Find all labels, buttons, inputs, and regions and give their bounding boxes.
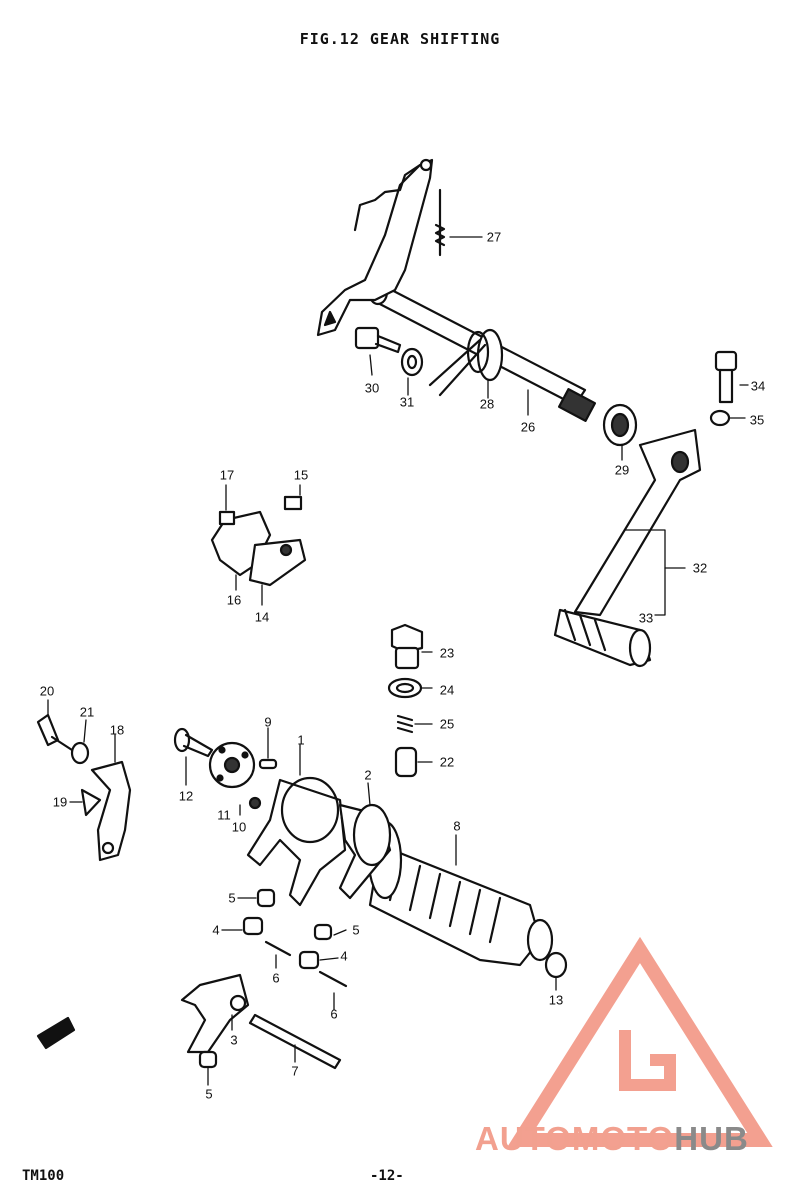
lever-bolt [714, 350, 738, 404]
cam-driven-gear [208, 741, 256, 789]
figure-title: FIG.12 GEAR SHIFTING [299, 30, 501, 48]
part-label-20: 20 [39, 683, 55, 699]
part-label-34: 34 [750, 378, 766, 394]
pin-4b [298, 950, 320, 970]
part-label-21: 21 [79, 704, 95, 720]
part-label-8: 8 [453, 818, 461, 834]
pin-11 [248, 796, 262, 810]
spring-25 [396, 714, 414, 734]
washer-31 [400, 347, 424, 377]
part-label-17: 17 [219, 467, 235, 483]
cam-driven-gear-bolt [173, 727, 214, 758]
part-label-10: 10 [231, 819, 247, 835]
part-label-19: 19 [52, 794, 68, 810]
part-label-13: 13 [548, 992, 564, 1008]
part-label-5-b: 5 [352, 922, 360, 938]
pin-4a [242, 916, 264, 936]
part-label-15: 15 [293, 467, 309, 483]
gear-shift-lever [553, 428, 702, 668]
part-label-23: 23 [439, 645, 455, 661]
gear-shift-cam [367, 820, 554, 967]
stopper-bolt [354, 326, 402, 354]
washer-35 [709, 409, 731, 427]
part-label-29: 29 [614, 462, 630, 478]
part-label-33: 33 [638, 610, 654, 626]
part-label-1: 1 [297, 732, 305, 748]
logo-wordmark-part2: HUB [674, 1120, 749, 1157]
part-label-9: 9 [264, 714, 272, 730]
part-label-32: 32 [692, 560, 708, 576]
shift-fork-3 [180, 973, 250, 1054]
part-label-18: 18 [109, 722, 125, 738]
bolt-6a [264, 940, 292, 957]
part-label-27: 27 [486, 229, 502, 245]
cam-stopper-plate [210, 495, 307, 587]
part-label-7: 7 [291, 1063, 299, 1079]
roller-5c [198, 1050, 218, 1069]
fork-shaft-7 [248, 1013, 342, 1070]
pin-9 [258, 758, 278, 770]
neutral-stopper-plug [390, 623, 424, 670]
cam-stopper-arm [80, 760, 132, 862]
part-label-22: 22 [439, 754, 455, 770]
cam-pin-13 [544, 951, 568, 979]
part-label-5-a: 5 [228, 890, 236, 906]
part-label-3: 3 [230, 1032, 238, 1048]
logo-wordmark: AUTOMOTOHUB [475, 1120, 749, 1158]
part-label-6-a: 6 [272, 970, 280, 986]
part-label-4-b: 4 [340, 948, 348, 964]
return-spring [434, 188, 446, 257]
part-label-12: 12 [178, 788, 194, 804]
footer-model: TM100 [22, 1168, 65, 1184]
part-label-4-a: 4 [212, 922, 220, 938]
shaft-spring [428, 328, 504, 397]
cam-guide-bolt [36, 713, 74, 752]
direction-arrow-icon [36, 1016, 76, 1050]
footer-page-number: -12- [370, 1168, 404, 1184]
part-label-16: 16 [226, 592, 242, 608]
neutral-pin-22 [394, 746, 418, 778]
part-label-11: 11 [217, 807, 231, 823]
shift-fork-2 [338, 803, 392, 900]
bolt-6b [318, 970, 348, 988]
part-label-6-b: 6 [330, 1006, 338, 1022]
part-label-31: 31 [399, 394, 415, 410]
part-label-30: 30 [364, 380, 380, 396]
automotohub-logo [507, 936, 773, 1147]
part-label-35: 35 [749, 412, 765, 428]
oil-seal [602, 403, 638, 447]
washer-21 [70, 741, 90, 765]
part-label-14: 14 [254, 609, 270, 625]
part-label-24: 24 [439, 682, 455, 698]
logo-wordmark-part1: AUTOMOTO [475, 1120, 675, 1157]
part-label-5-c: 5 [205, 1086, 213, 1102]
gasket-24 [387, 677, 423, 699]
part-label-26: 26 [520, 419, 536, 435]
roller-5b [313, 923, 333, 941]
roller-5a [256, 888, 276, 908]
part-label-2: 2 [364, 767, 372, 783]
gear-shift-shaft [316, 158, 597, 422]
part-label-28: 28 [479, 396, 495, 412]
shift-fork-1 [246, 776, 347, 907]
part-label-25: 25 [439, 716, 455, 732]
